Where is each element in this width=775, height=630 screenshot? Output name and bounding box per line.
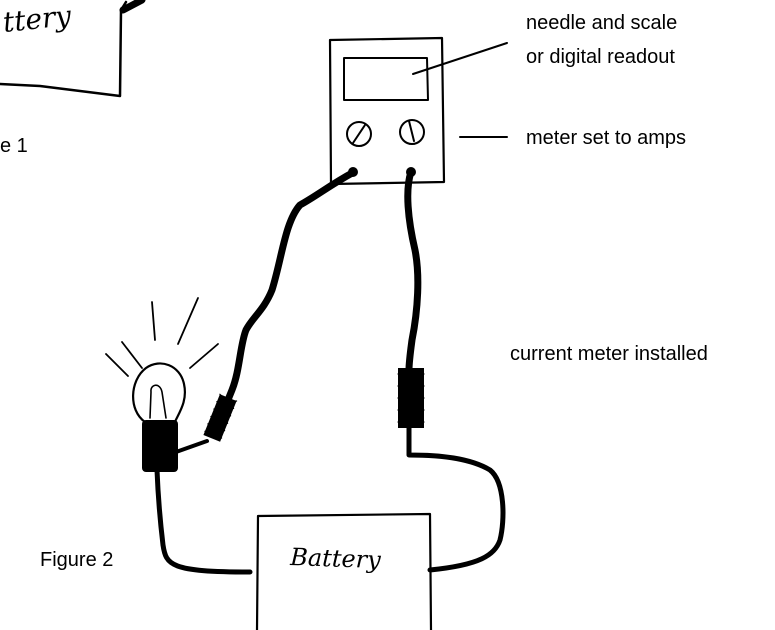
figure-1-caption: e 1 — [0, 135, 28, 157]
meter-body — [328, 36, 446, 186]
light-bulb-icon — [105, 297, 219, 472]
wire-meter-to-sleeve — [404, 168, 422, 374]
meter-display-label: needle and scale — [526, 12, 677, 34]
right-dial-icon — [399, 119, 425, 145]
figure-1-wire — [119, 0, 146, 14]
figure-1-battery-label: ttery — [1, 0, 74, 39]
multimeter — [328, 36, 446, 186]
meter-display-label-line2: or digital readout — [526, 46, 675, 68]
display-pointer-line — [412, 42, 508, 75]
meter-display — [343, 57, 429, 101]
left-dial-icon — [346, 121, 372, 147]
wire-meter-to-bulb — [210, 168, 358, 434]
figure-1-fragment: ttery e 1 — [0, 0, 146, 157]
probe-sleeve-bulb-side — [203, 393, 238, 442]
probe-sleeve-meter-side — [397, 368, 425, 437]
wire-bulb-to-battery — [154, 467, 253, 575]
figure-2-caption: Figure 2 — [40, 549, 113, 571]
current-meter-label: current meter installed — [510, 343, 708, 365]
meter-setting-label: meter set to amps — [526, 127, 686, 149]
battery-label: Battery — [289, 543, 382, 574]
battery-box: Battery — [255, 512, 433, 630]
wire-sleeve-to-battery — [406, 425, 506, 573]
wire-bulb-side — [174, 439, 209, 454]
